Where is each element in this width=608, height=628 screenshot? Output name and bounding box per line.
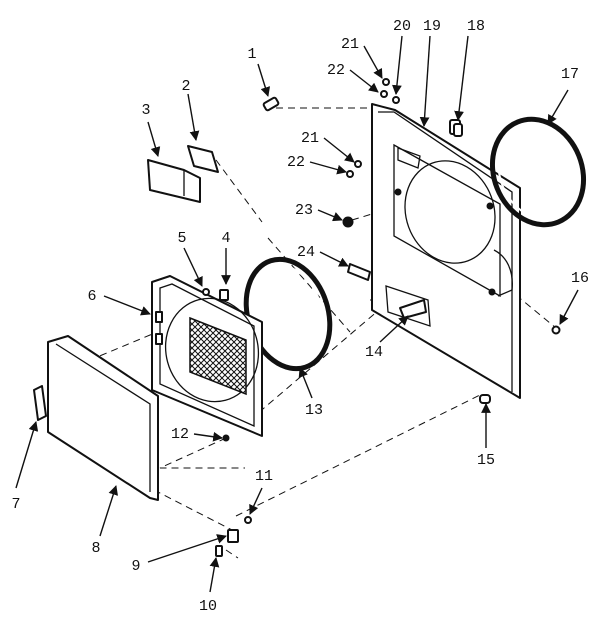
callout-24: 24	[297, 244, 315, 261]
callout-22-top: 22	[327, 62, 345, 79]
callout-21-top: 21	[341, 36, 359, 53]
door-seal	[489, 116, 587, 228]
callout-10: 10	[199, 598, 217, 615]
callout-6: 6	[87, 288, 96, 305]
callout-20: 20	[393, 18, 411, 35]
callout-22-mid: 22	[287, 154, 305, 171]
callout-12: 12	[171, 426, 189, 443]
callout-9: 9	[131, 558, 140, 575]
callout-18: 18	[467, 18, 485, 35]
callout-15: 15	[477, 452, 495, 469]
front-panel	[371, 103, 521, 399]
callout-11: 11	[255, 468, 273, 485]
callout-19: 19	[423, 18, 441, 35]
inner-door-frame	[151, 275, 263, 437]
callout-2: 2	[181, 78, 190, 95]
callout-3: 3	[141, 102, 150, 119]
callout-23: 23	[295, 202, 313, 219]
callout-1: 1	[247, 46, 256, 63]
callout-16: 16	[571, 270, 589, 287]
callout-14: 14	[365, 344, 383, 361]
small-parts	[33, 78, 561, 557]
callout-labels: 1 2 3 4 5 6 7 8 9 10 11 12 13 14 15 16 1…	[11, 18, 589, 615]
leader-lines	[15, 35, 579, 593]
callout-8: 8	[91, 540, 100, 557]
callout-17: 17	[561, 66, 579, 83]
callout-7: 7	[11, 496, 20, 513]
callout-21-mid: 21	[301, 130, 319, 147]
callout-13: 13	[305, 402, 323, 419]
callout-4: 4	[221, 230, 230, 247]
callout-5: 5	[177, 230, 186, 247]
outer-door	[47, 335, 159, 501]
